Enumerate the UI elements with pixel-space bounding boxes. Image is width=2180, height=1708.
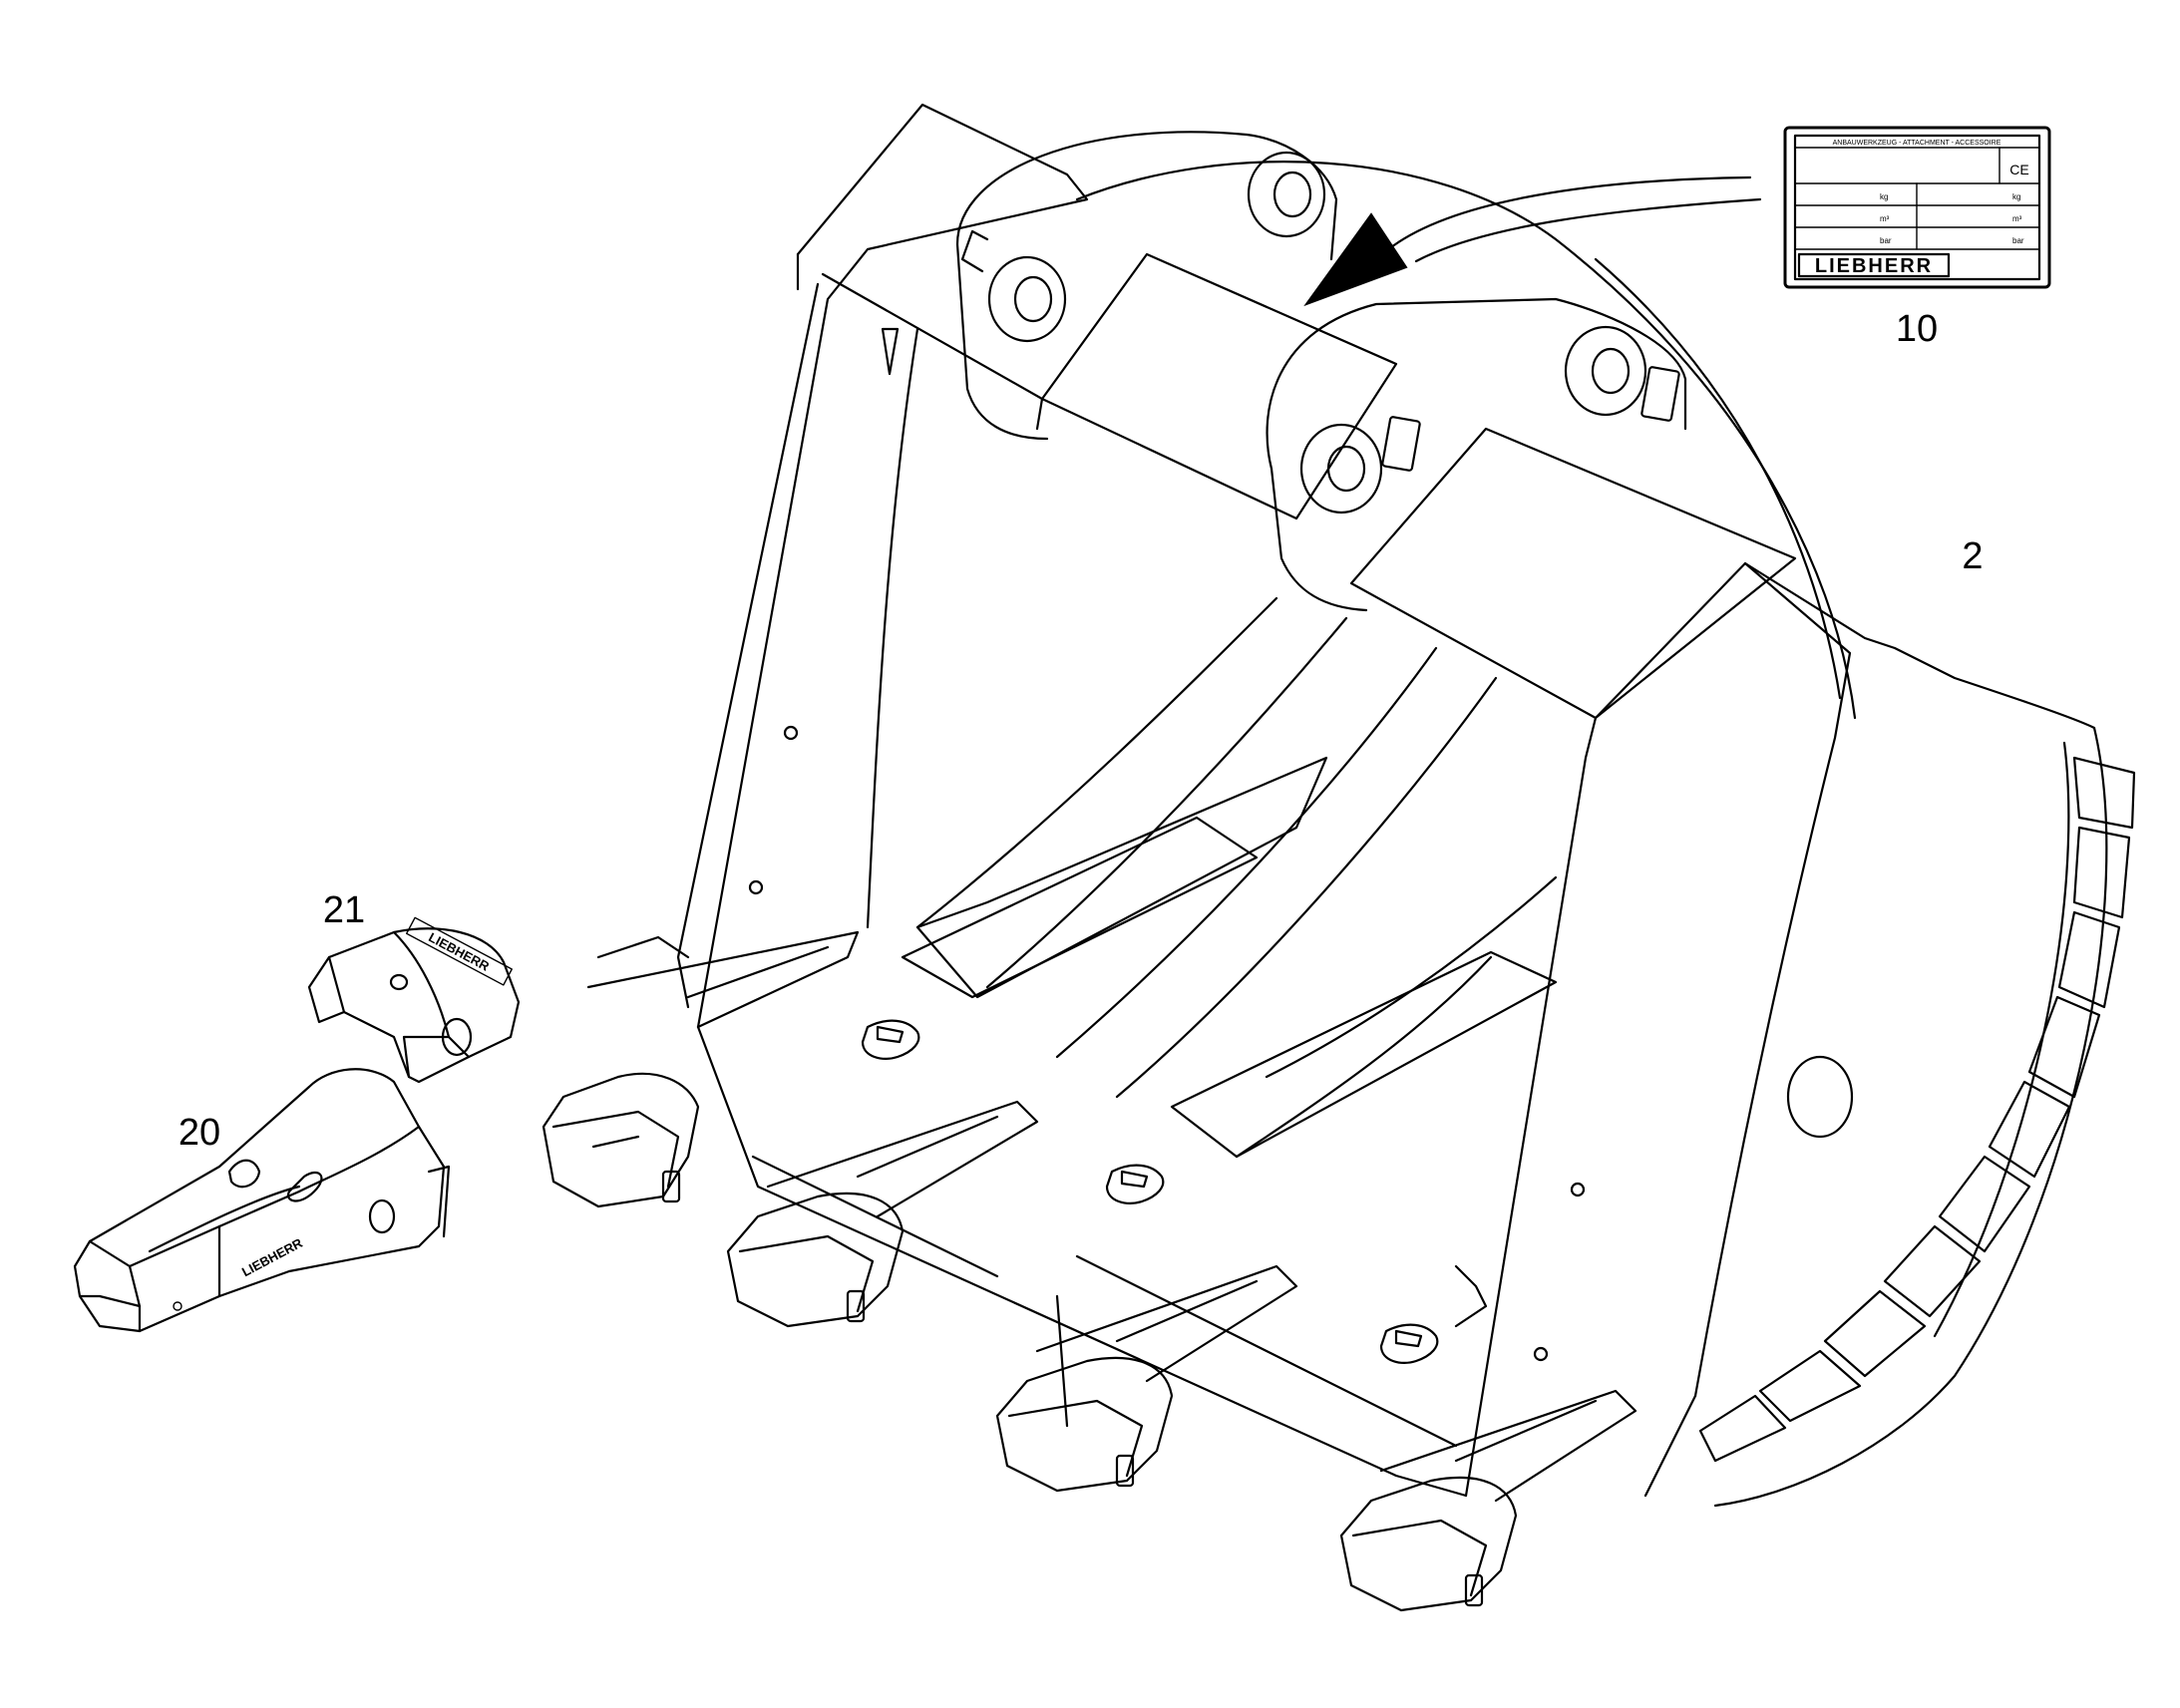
plate-header: ANBAUWERKZEUG - ATTACHMENT - ACCESSOIRE — [1833, 140, 2001, 147]
right-mount-plate — [1266, 297, 1687, 471]
plate-row3-right: bar — [2012, 236, 2024, 245]
side-hole — [1786, 1055, 1854, 1139]
left-pin-lower — [987, 255, 1067, 343]
plate-row1-left: kg — [1880, 192, 1888, 201]
bucket-assembly: 2 — [542, 103, 2136, 1612]
left-mount-plate — [955, 131, 1338, 261]
wear-plate-1 — [901, 816, 1259, 999]
plate-row1-right: kg — [2012, 192, 2020, 201]
right-pin-lower — [1299, 423, 1383, 514]
cap-brand: LIEBHERR — [426, 929, 492, 974]
callout-20: 20 — [179, 1112, 220, 1154]
right-pin-upper — [1564, 325, 1647, 417]
right-cross-plate — [1349, 427, 1797, 720]
adapter-cap: LIEBHERR 21 — [307, 889, 521, 1084]
plate-row2-left: m³ — [1880, 214, 1890, 223]
bucket-tooth-spare: LIEBHERR 20 — [73, 1068, 451, 1333]
wear-plate-2 — [1170, 950, 1558, 1159]
plate-row2-right: m³ — [2012, 214, 2022, 223]
wear-segments — [1698, 756, 2136, 1463]
floor-clip-1 — [861, 1019, 920, 1060]
leader-arrow — [1303, 175, 1762, 307]
callout-2: 2 — [1962, 535, 1983, 577]
left-pin-upper — [1247, 151, 1326, 238]
plate-brand: LIEBHERR — [1815, 255, 1933, 277]
bucket-tooth-1 — [542, 930, 860, 1208]
plate-row3-left: bar — [1880, 236, 1892, 245]
bucket-tooth-2 — [726, 1100, 1039, 1328]
data-plate: ANBAUWERKZEUG - ATTACHMENT - ACCESSOIRE … — [1783, 126, 2051, 350]
right-side-plate — [1594, 561, 2096, 730]
bucket-back-shell — [1075, 161, 1857, 720]
tooth-brand: LIEBHERR — [239, 1235, 305, 1280]
ce-mark: CE — [2009, 162, 2028, 177]
floor-clip-3 — [1379, 1323, 1439, 1364]
floor-clip-2 — [1105, 1164, 1165, 1204]
left-cross-plate — [1040, 252, 1398, 520]
bucket-tooth-4 — [1339, 1389, 1637, 1612]
bucket-tooth-3 — [995, 1264, 1298, 1493]
left-side-plate — [696, 103, 1089, 1029]
callout-21: 21 — [323, 889, 365, 931]
callout-10: 10 — [1896, 308, 1938, 350]
side-edge — [1713, 726, 2108, 1508]
